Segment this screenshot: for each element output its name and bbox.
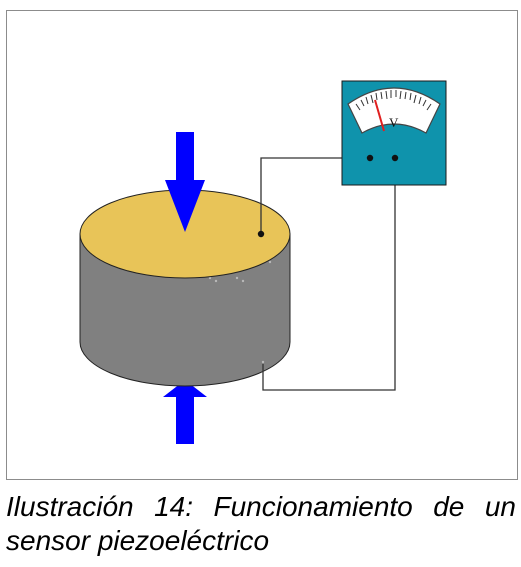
arrow-down-icon — [165, 132, 205, 232]
top-force-arrow — [165, 132, 205, 232]
meter-scale — [355, 90, 432, 111]
piezo-crystal — [79, 189, 291, 387]
arrow-up-icon — [163, 380, 207, 444]
wire-top — [260, 157, 370, 234]
figure-caption: Ilustración 14: Funcionamiento de un sen… — [6, 491, 516, 556]
meter-dial — [347, 87, 441, 134]
meter-needle — [374, 99, 385, 132]
circuit-wires — [260, 157, 396, 391]
piezoelectric-sensor-diagram: V — [79, 80, 447, 444]
top-electrode-contact — [257, 230, 265, 238]
meter-unit-label: V — [389, 115, 399, 130]
wire-bottom — [262, 158, 396, 391]
meter-terminal-right — [391, 154, 399, 162]
bottom-force-arrow — [163, 380, 207, 444]
meter-terminal-left — [366, 154, 374, 162]
voltmeter: V — [341, 80, 447, 186]
